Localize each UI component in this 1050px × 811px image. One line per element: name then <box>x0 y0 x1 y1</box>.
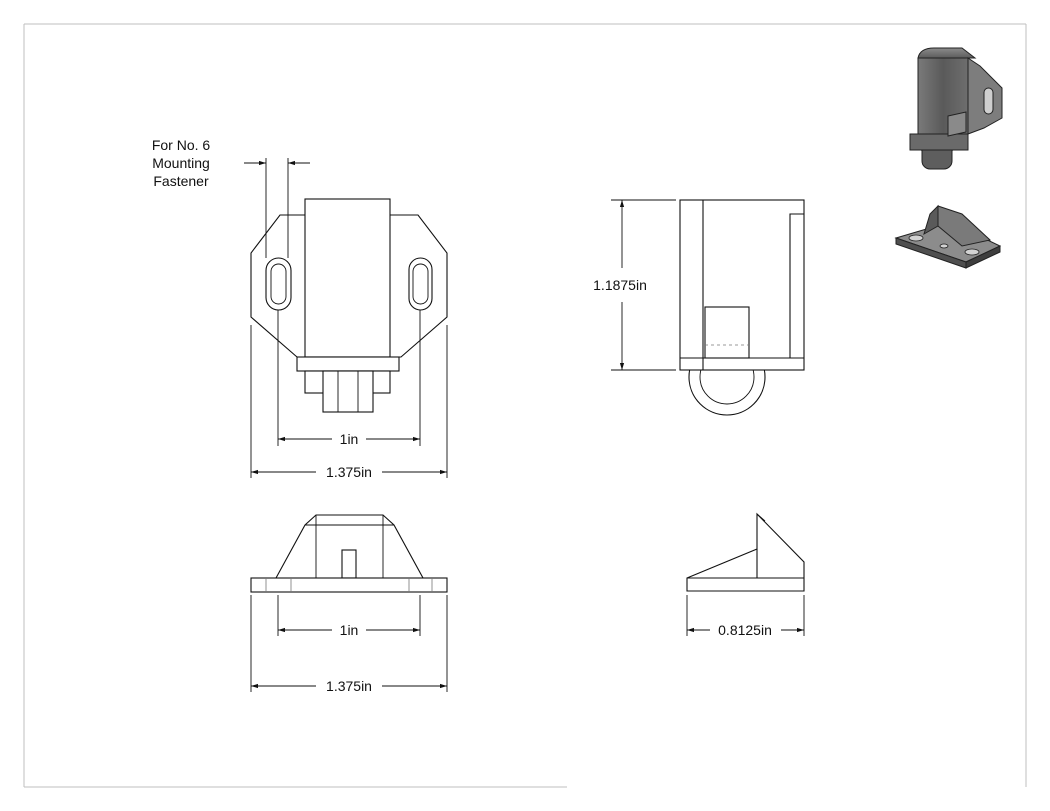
note-line-3: Fastener <box>153 173 209 189</box>
bottom-view <box>250 514 448 593</box>
dim-bottom-outer: 1.375in <box>326 678 372 694</box>
note-line-2: Mounting <box>152 155 210 171</box>
fastener-note: For No. 6 Mounting Fastener <box>152 137 310 258</box>
dim-side-height: 1.1875in <box>593 277 647 293</box>
front-view <box>250 198 448 413</box>
front-dim-1in: 1in <box>277 310 421 447</box>
dim-strike-depth: 0.8125in <box>718 622 772 638</box>
strike-dim-depth: 0.8125in <box>686 595 805 638</box>
side-dim-height: 1.1875in <box>593 199 676 371</box>
dim-front-outer: 1.375in <box>326 464 372 480</box>
dim-bottom-inner: 1in <box>340 622 359 638</box>
iso-catch-render <box>909 47 1003 170</box>
strike-view <box>686 512 805 592</box>
side-view <box>679 199 805 416</box>
sheet-border <box>23 23 1027 788</box>
bottom-dim-1375in: 1.375in <box>250 595 448 694</box>
bottom-dim-1in: 1in <box>277 595 421 638</box>
dim-front-inner: 1in <box>340 431 359 447</box>
iso-strike-render <box>894 204 1002 269</box>
note-line-1: For No. 6 <box>152 137 211 153</box>
front-dim-1375in: 1.375in <box>250 325 448 480</box>
